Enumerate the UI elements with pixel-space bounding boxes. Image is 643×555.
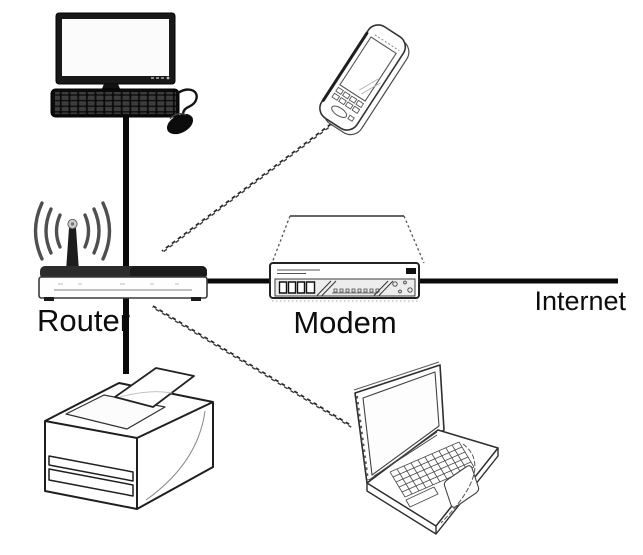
printer-paper-curve (119, 391, 173, 398)
modem-top (272, 216, 424, 263)
modem-status-light (406, 268, 416, 274)
phone-keypad (331, 86, 365, 122)
laptop-spacebar (405, 486, 439, 508)
modem-connector-row (332, 288, 380, 294)
laptop-lid-top-edge (353, 361, 440, 391)
laptop-lid-hatch (356, 395, 369, 481)
mouse-cable (177, 88, 198, 115)
monitor-screen (62, 19, 169, 76)
monitor-power-led (166, 76, 170, 80)
router-front (38, 276, 208, 299)
keyboard-keys (55, 92, 176, 114)
wifi-waves-icon (33, 201, 112, 261)
printer-icon (44, 367, 214, 510)
printer-side-curve (145, 410, 206, 501)
modem-connector-circle (398, 289, 402, 294)
router-antenna-tip-dot (70, 222, 75, 226)
laptop-base-side (366, 448, 499, 535)
internet-label: Internet (534, 286, 626, 316)
modem-connector-circle (407, 287, 413, 293)
wireless-dash-line (161, 123, 332, 252)
modem-diagonal-left (316, 280, 337, 296)
router-label: Router (37, 303, 130, 338)
wireless-dash-line-offset (151, 306, 352, 428)
phone-edge-shadow (321, 31, 369, 102)
phone-top-bezel (374, 34, 400, 51)
desktop-computer-icon (50, 12, 198, 135)
mouse-buttons (169, 113, 187, 120)
wireless-link-router-laptop (151, 305, 353, 428)
laptop-keyboard-grid (389, 441, 475, 498)
modem-left-slant (271, 215, 291, 264)
smartphone-icon (319, 24, 410, 136)
phone-screen (339, 36, 397, 102)
phone-screen-reflection (358, 78, 381, 95)
wireless-link-phone-router (161, 123, 333, 253)
modem-diagonal-right (373, 280, 394, 296)
laptop-touchpad (443, 465, 480, 508)
printer-slots (48, 455, 134, 497)
monitor-buttons (151, 77, 164, 79)
modem-icon (269, 215, 425, 302)
wireless-dash-line (152, 305, 353, 427)
modem-right-slant (403, 215, 425, 264)
laptop-hinge-lines (368, 431, 438, 481)
modem-connector-circle (392, 281, 398, 287)
modem-label: Modem (293, 305, 396, 340)
printer-paper (114, 367, 195, 408)
modem-round-connectors (392, 280, 413, 294)
modem-vent-lines (277, 269, 320, 274)
wireless-dash-line-offset (162, 124, 333, 253)
laptop-palm-curve (440, 443, 476, 524)
router-top-shade (130, 266, 207, 279)
laptop-screen (362, 371, 440, 476)
modem-ports (278, 281, 316, 294)
modem-connector-circle (403, 280, 407, 285)
phone-home-button (331, 105, 348, 118)
router-antenna (66, 228, 79, 271)
router-icon (33, 201, 208, 301)
printer-body-edges (44, 401, 214, 509)
laptop-icon (353, 361, 499, 535)
mouse-icon (166, 113, 194, 135)
